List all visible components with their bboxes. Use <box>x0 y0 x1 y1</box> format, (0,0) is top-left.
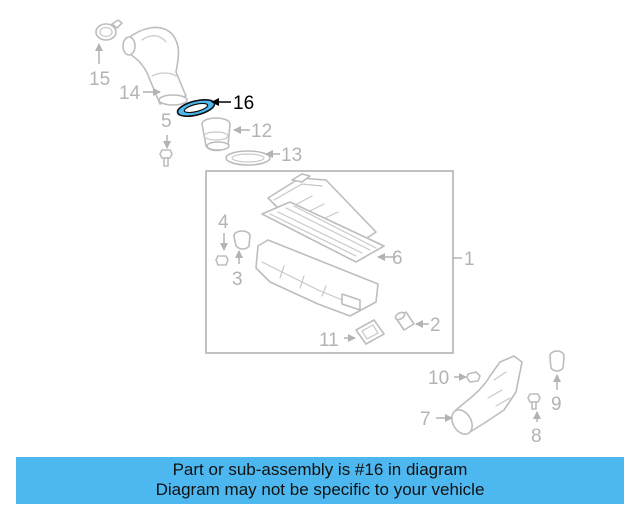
part-4-fastener[interactable] <box>215 255 229 266</box>
part-10-clip[interactable] <box>466 371 481 383</box>
part-5-bolt[interactable] <box>159 149 173 167</box>
part-3-grommet[interactable] <box>233 230 251 250</box>
callout-9: 9 <box>551 394 562 415</box>
callout-5: 5 <box>161 111 172 132</box>
part-1-assembly-frame[interactable] <box>205 170 454 354</box>
callout-2: 2 <box>430 315 441 336</box>
part-7-duct[interactable] <box>448 355 523 438</box>
banner-line-1: Part or sub-assembly is #16 in diagram <box>172 460 468 479</box>
part-12-adapter[interactable] <box>201 117 231 152</box>
callout-11: 11 <box>319 330 339 351</box>
banner-line-2: Diagram may not be specific to your vehi… <box>155 480 485 499</box>
callout-8: 8 <box>531 426 542 447</box>
part-14-intake-hose[interactable] <box>122 26 188 106</box>
parts-diagram: 15 14 16 5 12 13 1 <box>89 19 565 447</box>
callout-13: 13 <box>281 145 302 166</box>
part-6-filter-element[interactable] <box>261 201 385 263</box>
part-11-seal[interactable] <box>355 319 385 345</box>
callout-7: 7 <box>420 409 431 430</box>
info-banner: Part or sub-assembly is #16 in diagram D… <box>16 457 624 504</box>
part-15-clamp[interactable] <box>95 19 123 41</box>
part-9-grommet[interactable] <box>549 350 565 372</box>
callout-14: 14 <box>119 83 141 104</box>
callout-16: 16 <box>233 93 254 114</box>
part-2-plug[interactable] <box>394 311 415 331</box>
callout-3: 3 <box>232 269 243 290</box>
part-air-cleaner-case[interactable] <box>255 239 379 317</box>
callout-6: 6 <box>392 248 403 269</box>
callout-10: 10 <box>428 368 449 389</box>
part-8-bolt[interactable] <box>527 393 541 410</box>
callout-15: 15 <box>89 69 110 90</box>
callout-12: 12 <box>251 121 272 142</box>
part-13-gasket[interactable] <box>225 150 271 166</box>
callout-1: 1 <box>464 249 475 270</box>
callout-4: 4 <box>218 212 229 233</box>
part-16-highlighted-ring[interactable] <box>176 97 216 120</box>
